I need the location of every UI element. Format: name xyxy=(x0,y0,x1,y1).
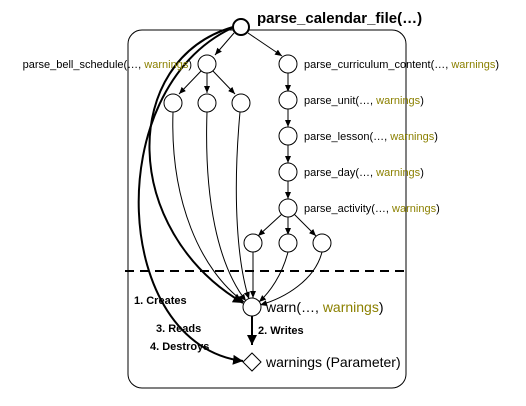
unit-node xyxy=(278,90,298,110)
day-node xyxy=(278,162,298,182)
activity-leaf-node xyxy=(312,233,332,253)
edge-bellleaf1-warn xyxy=(172,111,245,303)
edge-actleaf2-warn xyxy=(258,251,289,303)
edge-reads-destroys xyxy=(137,27,244,365)
warn-node xyxy=(242,297,262,317)
function-label-lesson: parse_lesson(…, warnings) xyxy=(304,131,438,143)
parameter-node xyxy=(242,352,262,372)
step-creates-label: 1. Creates xyxy=(134,295,187,307)
edge-activity-leaf3 xyxy=(293,213,317,237)
function-label-day: parse_day(…, warnings) xyxy=(304,167,424,179)
activity-leaf-node xyxy=(278,233,298,253)
edge-activity-leaf1 xyxy=(257,213,283,237)
parameter-label: warnings (Parameter) xyxy=(265,354,401,370)
function-label-activity: parse_activity(…, warnings) xyxy=(304,203,440,215)
edge-bell-leaf1 xyxy=(178,69,203,95)
bell-node xyxy=(197,54,217,74)
activity-leaf-node xyxy=(243,233,263,253)
bell-leaf-node xyxy=(197,93,217,113)
edge-bell-leaf3 xyxy=(211,69,236,95)
edge-bellleaf2-warn xyxy=(206,111,247,302)
function-label-bell: parse_bell_schedule(…, warnings) xyxy=(23,59,192,71)
function-label-unit: parse_unit(…, warnings) xyxy=(304,95,424,107)
lesson-node xyxy=(278,126,298,146)
edge-actleaf3-warn xyxy=(259,251,323,306)
call-nodes xyxy=(163,18,332,372)
root-label: parse_calendar_file(…) xyxy=(257,10,422,27)
edge-root-curriculum xyxy=(247,32,283,57)
step-writes-label: 2. Writes xyxy=(258,325,304,337)
bell-leaf-node xyxy=(231,93,251,113)
warn-label: warn(…, warnings) xyxy=(265,299,384,315)
edge-bellleaf3-warn xyxy=(235,111,250,300)
bell-leaf-node xyxy=(163,93,183,113)
edge-root-bell xyxy=(214,32,235,56)
function-label-curriculum: parse_curriculum_content(…, warnings) xyxy=(304,59,499,71)
edge-creates xyxy=(148,26,244,304)
step-destroys-label: 4. Destroys xyxy=(150,341,209,353)
root-node xyxy=(232,18,250,36)
curriculum-node xyxy=(278,54,298,74)
activity-node xyxy=(278,198,298,218)
call-edges xyxy=(137,26,323,365)
scope-frame xyxy=(127,29,407,389)
step-reads-label: 3. Reads xyxy=(156,323,201,335)
